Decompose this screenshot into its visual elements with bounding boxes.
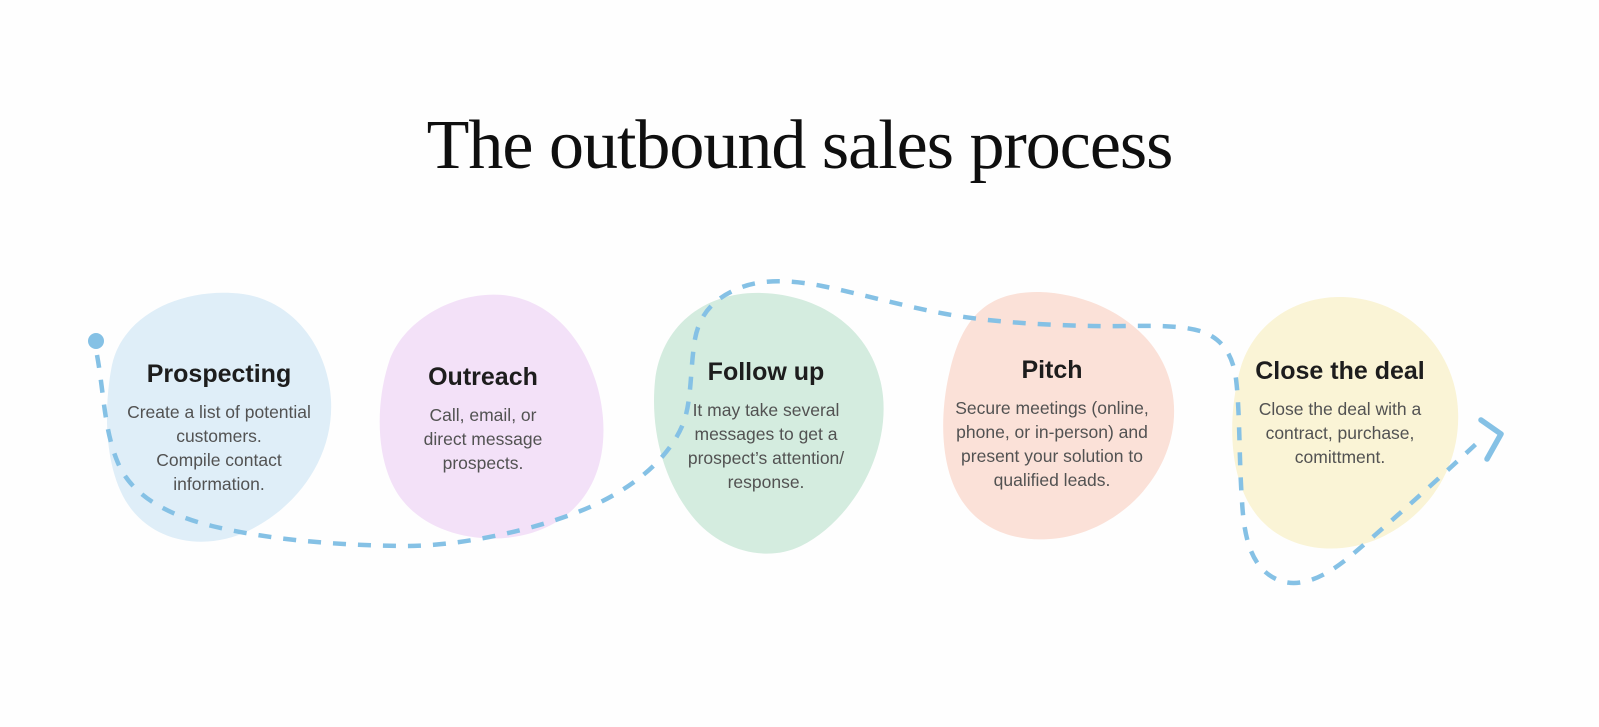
flow-start-dot-icon bbox=[88, 333, 104, 349]
step-title: Outreach bbox=[378, 361, 588, 394]
step-close-the-deal: Close the deal Close the deal with a con… bbox=[1225, 355, 1455, 469]
step-title: Pitch bbox=[927, 354, 1177, 387]
step-description: Create a list of potential customers. Co… bbox=[104, 400, 334, 496]
step-description: It may take several messages to get a pr… bbox=[651, 398, 881, 494]
step-title: Follow up bbox=[651, 356, 881, 389]
step-follow-up: Follow up It may take several messages t… bbox=[651, 356, 881, 494]
step-outreach: Outreach Call, email, or direct message … bbox=[378, 361, 588, 475]
step-description: Call, email, or direct message prospects… bbox=[378, 403, 588, 475]
step-title: Prospecting bbox=[104, 358, 334, 391]
step-prospecting: Prospecting Create a list of potential c… bbox=[104, 358, 334, 496]
step-pitch: Pitch Secure meetings (online, phone, or… bbox=[927, 354, 1177, 492]
step-description: Close the deal with a contract, purchase… bbox=[1225, 397, 1455, 469]
step-title: Close the deal bbox=[1225, 355, 1455, 388]
step-description: Secure meetings (online, phone, or in-pe… bbox=[927, 396, 1177, 492]
flow-arrowhead-icon bbox=[1481, 420, 1501, 459]
